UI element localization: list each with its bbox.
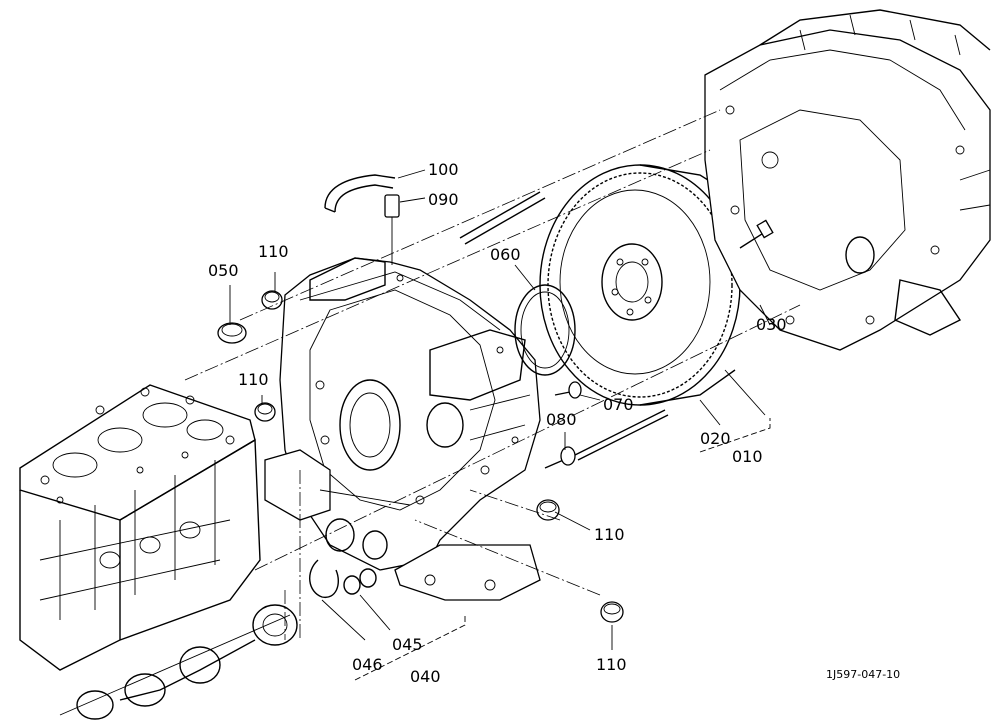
oil-seal-060 bbox=[514, 284, 576, 376]
plug-050 bbox=[217, 322, 247, 344]
plug-110-left bbox=[254, 402, 276, 422]
callout-090: 090 bbox=[428, 190, 459, 209]
callout-045: 045 bbox=[392, 635, 423, 654]
callout-110-upper: 110 bbox=[258, 242, 289, 261]
leader-lines bbox=[229, 169, 771, 650]
callout-080: 080 bbox=[546, 410, 577, 429]
washer-045 bbox=[343, 568, 377, 595]
callout-100: 100 bbox=[428, 160, 459, 179]
engine-block bbox=[19, 384, 298, 720]
callout-020: 020 bbox=[700, 429, 731, 448]
group-bracket-010 bbox=[699, 418, 771, 453]
bolt-070 bbox=[554, 381, 582, 399]
breather-hose bbox=[324, 174, 400, 265]
callout-110-bottom: 110 bbox=[596, 655, 627, 674]
bolt-030 bbox=[739, 219, 774, 249]
callout-110-right: 110 bbox=[594, 525, 625, 544]
callout-070: 070 bbox=[603, 395, 634, 414]
circlip-046 bbox=[309, 559, 340, 598]
alignment-lines bbox=[184, 109, 801, 640]
callout-110-left: 110 bbox=[238, 370, 269, 389]
plug-110-right bbox=[536, 499, 560, 521]
group-bracket-040 bbox=[354, 615, 466, 681]
plug-110-upper bbox=[261, 290, 283, 310]
callout-046: 046 bbox=[352, 655, 383, 674]
callout-050: 050 bbox=[208, 261, 239, 280]
callout-030: 030 bbox=[756, 315, 787, 334]
drawing-code: 1J597-047-10 bbox=[826, 668, 900, 681]
callout-040: 040 bbox=[410, 667, 441, 686]
plug-110-bottom bbox=[600, 601, 624, 623]
flywheel-housing bbox=[264, 257, 541, 601]
callout-060: 060 bbox=[490, 245, 521, 264]
stud-bolt-upper bbox=[459, 191, 546, 245]
callout-010: 010 bbox=[732, 447, 763, 466]
transmission-housing bbox=[704, 9, 991, 351]
bolt-080 bbox=[544, 446, 576, 469]
stud-bolt-lower bbox=[574, 409, 669, 461]
